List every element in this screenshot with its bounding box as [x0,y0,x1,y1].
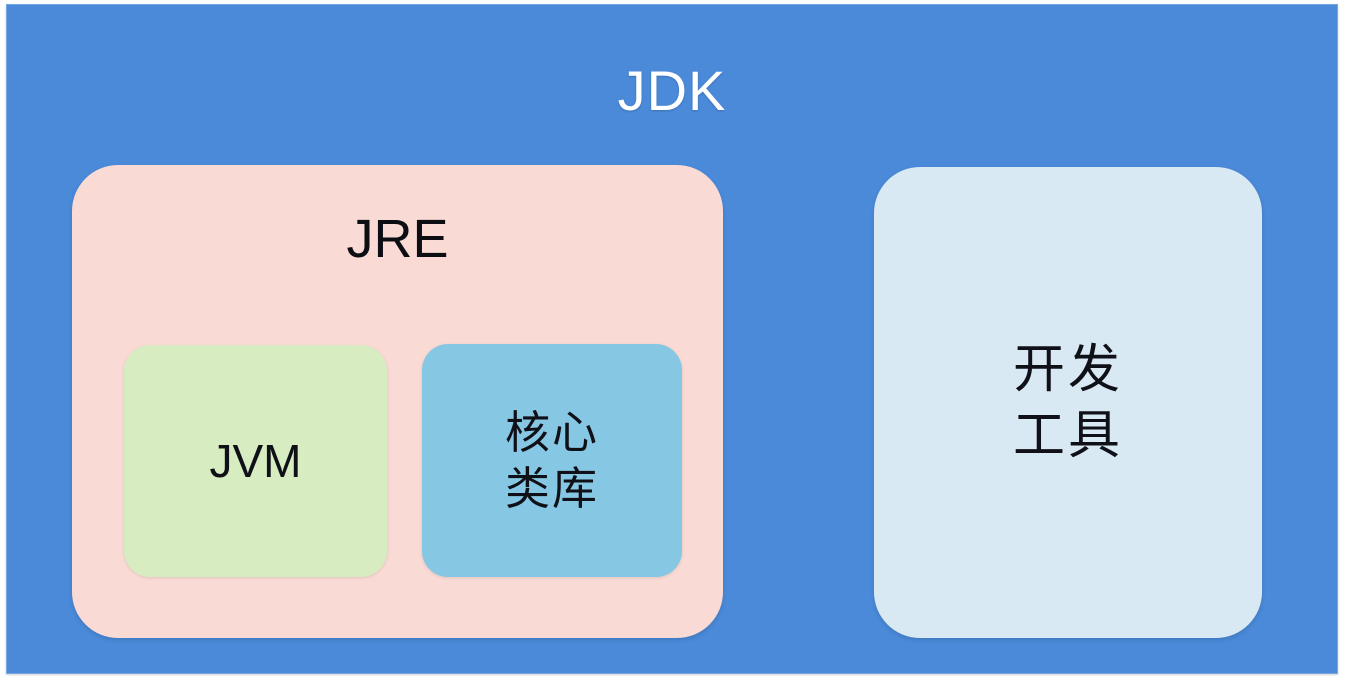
jdk-container: JDK JRE JVM 核心 类库 开发 工具 [6,4,1338,674]
jvm-box: JVM [124,345,387,577]
jdk-title: JDK [617,59,727,122]
jre-title: JRE [346,209,449,269]
jvm-label: JVM [209,435,302,487]
core-libraries-label-line2: 类库 [504,461,599,515]
dev-tools-box: 开发 工具 [874,167,1262,638]
dev-tools-label-line2: 工具 [1012,405,1123,466]
jre-container: JRE JVM 核心 类库 [72,165,723,638]
core-libraries-box: 核心 类库 [422,344,682,577]
dev-tools-label-line1: 开发 [1012,339,1123,400]
core-libraries-label-line1: 核心 [504,405,599,459]
